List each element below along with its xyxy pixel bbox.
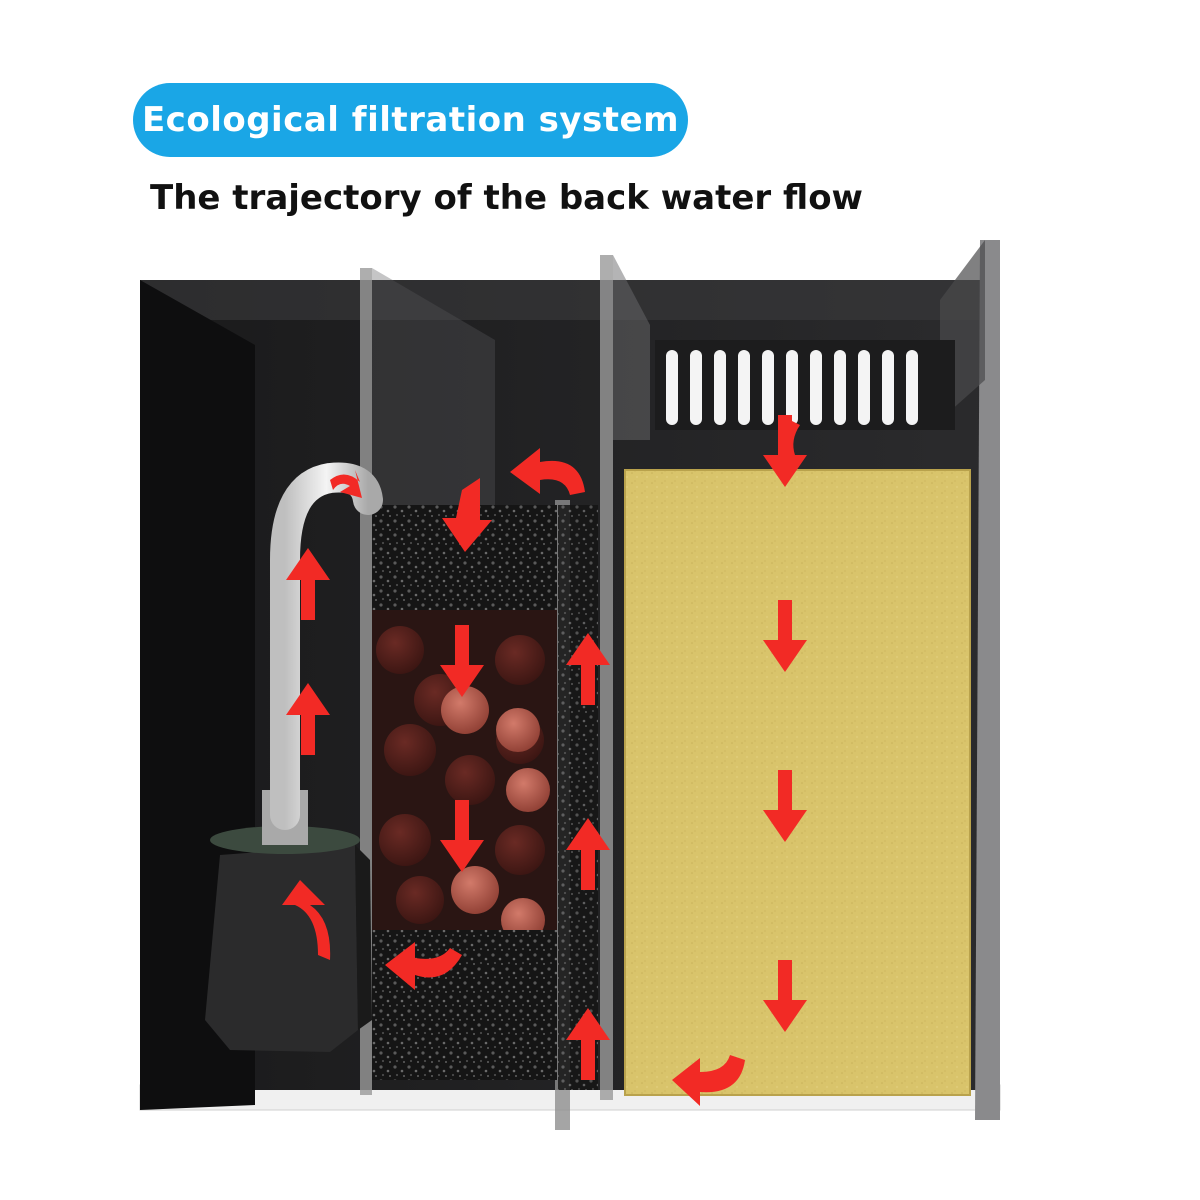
glass-top-edge	[140, 280, 1000, 320]
return-channel-foam	[558, 505, 598, 1090]
bottom-foam-block	[372, 930, 557, 1080]
divider-panel-3	[600, 255, 613, 1100]
overflow-comb	[655, 340, 955, 430]
